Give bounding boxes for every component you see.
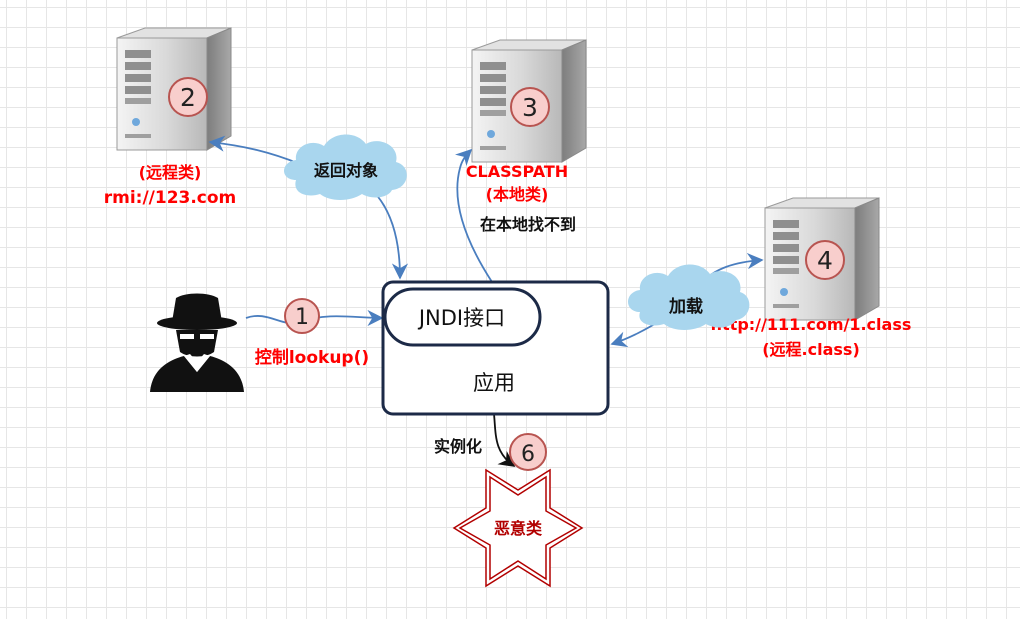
badge-2 [168,77,208,117]
server-3-label-line2: (本地类) [486,185,549,204]
cloud-load-text: 加载 [668,296,703,317]
badge-3-text: 3 [522,93,538,122]
badge-4 [805,240,845,280]
badge-3 [510,87,550,127]
server-4-label-line1: http://111.com/1.class [711,315,912,334]
server-3-label-line1: CLASSPATH [466,162,568,181]
server-2-label-line1: (远程类) [139,163,202,182]
badge-4-text: 4 [817,246,833,275]
jndi-interface-label: JNDI接口 [417,306,505,330]
application-label: 应用 [473,371,515,395]
arrow-app-to-server-3 [454,148,493,283]
cloud-shape [284,134,407,200]
badge-1-text: 1 [295,305,309,330]
server-3-note: 在本地找不到 [480,215,576,234]
arrow-to-server-2 [208,135,301,165]
badge-2-text: 2 [180,83,196,112]
malicious-class-shape [452,468,584,588]
server-4-label-line2: (远程.class) [762,340,860,359]
cloud-load: 加载 [628,264,750,330]
jndi-interface-pill [383,287,542,347]
cloud-shape [628,264,750,330]
cloud-return-object: 返回对象 [284,134,407,200]
badge-6 [509,433,547,471]
cloud-return-text: 返回对象 [314,161,378,180]
server-2-label-line2: rmi://123.com [104,188,237,208]
arrow-cloud-to-app [371,189,409,280]
instantiate-label: 实例化 [434,437,482,456]
attacker-icon [150,293,244,392]
arrow-instantiate [493,413,516,467]
malicious-class-label: 恶意类 [494,519,543,538]
attacker-action-label: 控制lookup() [255,347,369,368]
badge-1 [284,298,320,334]
badge-6-text: 6 [521,442,535,467]
